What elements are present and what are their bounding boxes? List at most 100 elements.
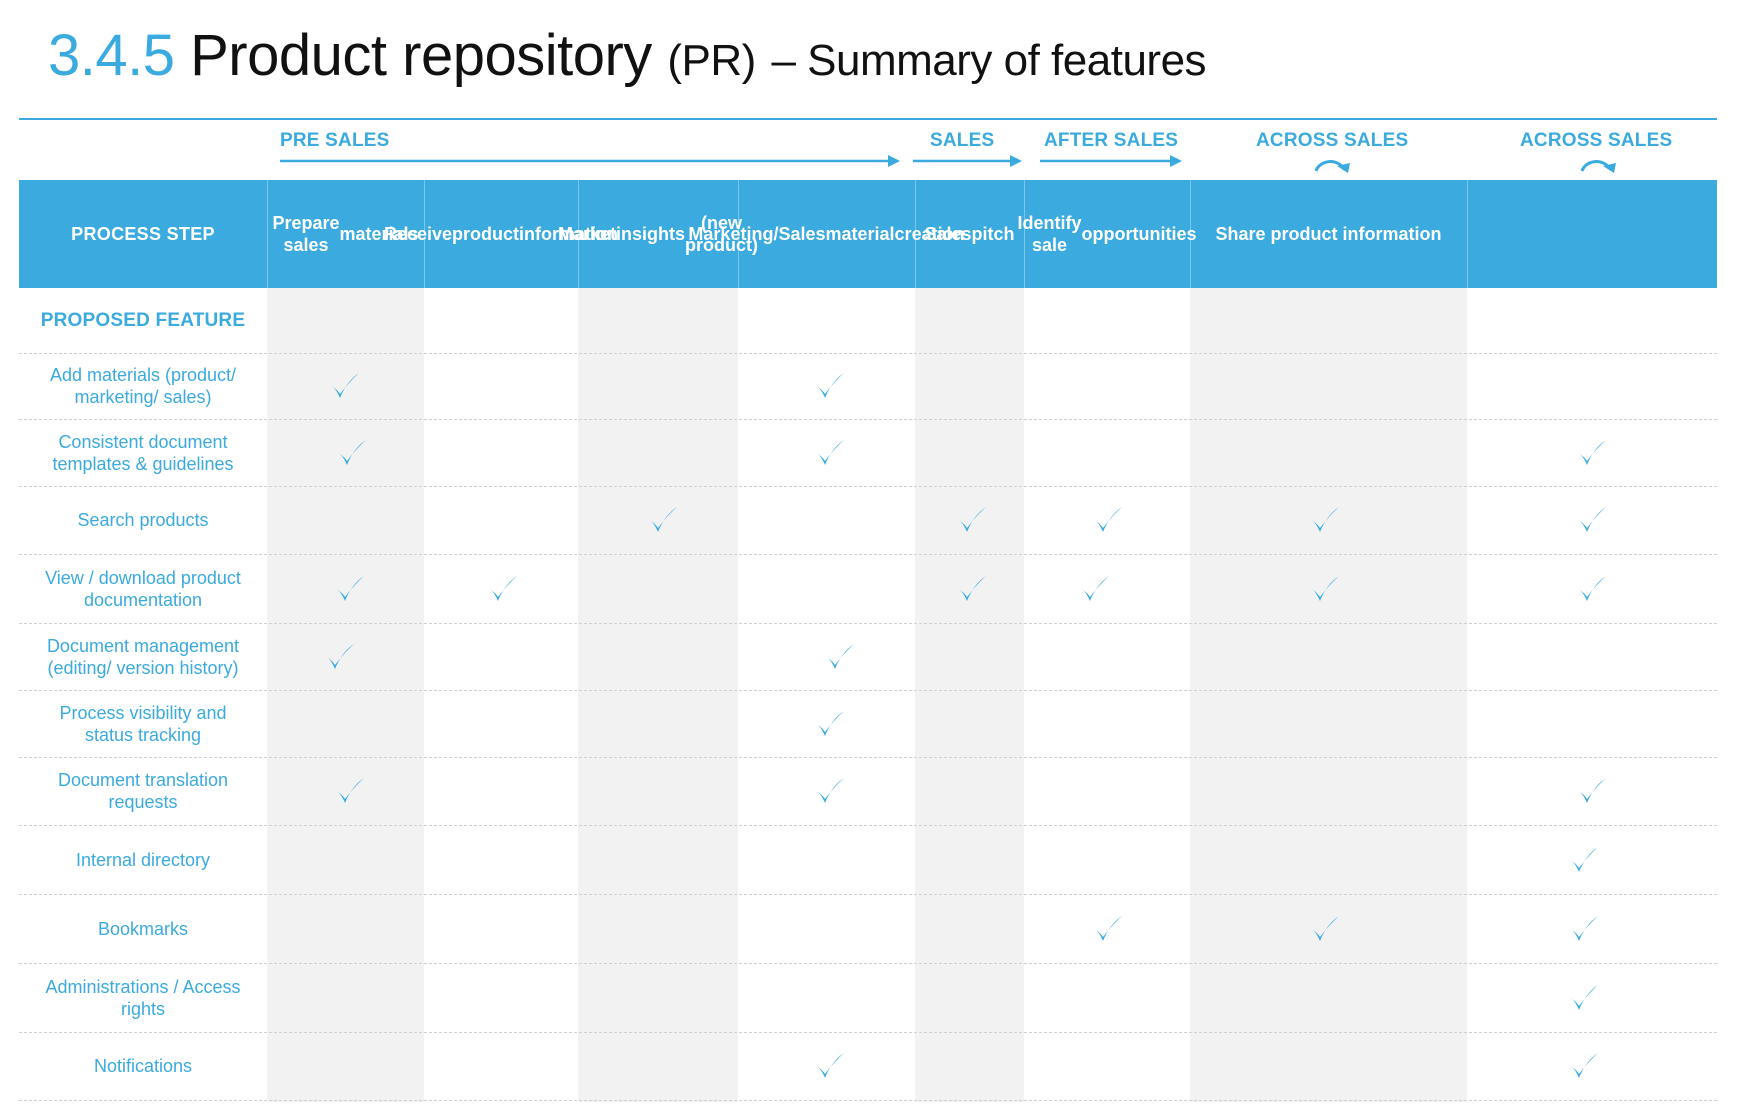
header-column [1467,180,1717,288]
header-column-line: Receive [383,224,453,244]
header-column-line: information [519,224,619,244]
phase-across-sales-2: ACROSS SALES [1520,130,1673,151]
phase-pre-sales: PRE SALES [280,130,390,151]
feature-label: Document management(editing/ version his… [19,623,267,690]
header-column-line: pitch [971,224,1015,244]
header-column-line: creation [894,224,965,244]
header-separator [424,180,425,288]
checkmark-icon [338,439,366,465]
checkmark-icon [816,373,844,398]
title-main: Product repository [190,23,652,88]
checkmark-icon [958,507,986,532]
checkmark-icon [1578,507,1606,532]
section-number: 3.4.5 [48,23,175,88]
row-divider [19,419,1717,420]
row-divider [19,825,1717,826]
header-column: Share product information [1190,180,1467,288]
header-separator [1190,180,1191,288]
feature-label: Bookmarks [19,894,267,963]
feature-label: Notifications [19,1032,267,1100]
checkmark-icon [331,373,359,398]
feature-label-line: View / download product [45,567,241,588]
header-column-line: Market [557,224,617,244]
checkmark-icon [1311,507,1339,532]
row-divider [19,690,1717,691]
checkmark-icon [826,643,854,669]
right-arrow-icon [1040,155,1182,167]
right-arrow-icon [913,155,1022,167]
feature-label-line: Document management [46,635,240,656]
phase-after-sales: AFTER SALES [1044,130,1179,151]
title-abbreviation: (PR) [667,36,756,85]
header-separator [578,180,579,288]
feature-label-line: templates & guidelines [52,453,234,474]
top-rule [19,118,1717,120]
row-divider [19,486,1717,487]
right-arrow-icon [280,155,900,167]
header-column-line: Sales [778,224,826,244]
checkmark-icon [816,1053,844,1078]
feature-label-text: Bookmarks [98,918,188,940]
column-shade [578,288,738,1102]
feature-label-text: Internal directory [76,849,210,871]
feature-label-line: Administrations / Access [45,976,241,997]
row-divider [19,757,1717,758]
row-divider [19,894,1717,895]
header-column-line: Prepare sales [272,213,340,255]
checkmark-icon [1570,915,1598,941]
header-separator [267,180,268,288]
header-band [19,180,1717,288]
header-column-line: insights [616,224,686,244]
header-column-line: Marketing/ [688,224,779,244]
header-separator [738,180,739,288]
feature-label-text: Add materials (product/marketing/ sales) [50,364,236,408]
feature-label-line: status tracking [84,724,202,745]
header-column-line: Sales [924,224,972,244]
checkmark-icon [1578,778,1606,803]
header-separator [1467,180,1468,288]
header-column-line: Identify sale [1017,213,1082,255]
header-separator [915,180,916,288]
checkmark-icon [489,575,517,601]
checkmark-icon [1578,575,1606,601]
row-divider [19,623,1717,624]
feature-label-line: Bookmarks [97,918,189,939]
page-title: 3.4.5 Product repository (PR) – Summary … [48,22,1207,89]
feature-label-line: Internal directory [75,849,211,870]
cycle-arrow-icon [1580,160,1616,173]
header-separator [1024,180,1025,288]
feature-label-line: Consistent document [58,431,228,452]
row-divider [19,1100,1717,1101]
checkmark-icon [1094,915,1122,941]
checkmark-icon [336,575,364,601]
feature-label-text: Notifications [94,1055,192,1077]
checkmark-icon [1081,575,1109,601]
checkmark-icon [816,778,844,803]
header-column-line: materials [339,224,419,244]
checkmark-icon [1311,915,1339,941]
title-subtitle: – Summary of features [771,36,1207,85]
column-shade [915,288,1024,1102]
feature-label-line: marketing/ sales) [74,387,212,407]
checkmark-icon [1094,507,1122,532]
row-divider [19,963,1717,964]
feature-label-line: Notifications [93,1056,193,1076]
checkmark-icon [1570,984,1598,1010]
column-shade [267,288,424,1102]
feature-label-line: Process visibility and [59,702,227,723]
feature-label-text: Search products [77,509,208,531]
